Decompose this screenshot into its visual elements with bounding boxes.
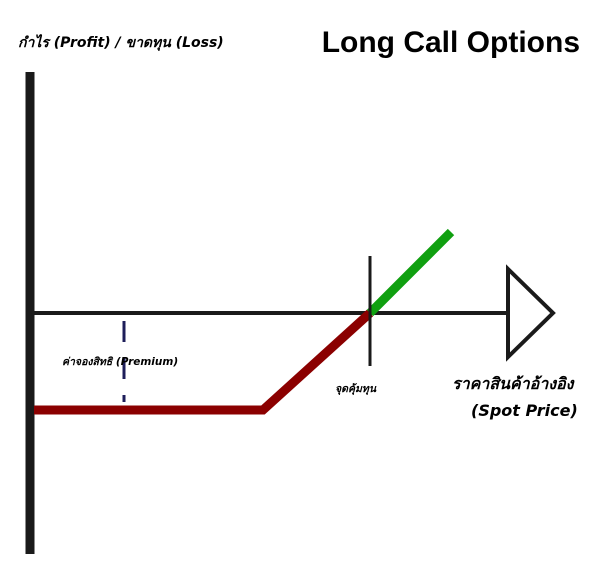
x-axis-label-thai: ราคาสินค้าอ้างอิง — [452, 374, 575, 393]
x-axis-arrowhead — [506, 264, 556, 362]
page-title: Long Call Options — [322, 26, 580, 59]
y-axis-label: กำไร (Profit) / ขาดทุน (Loss) — [18, 34, 224, 51]
x-axis-label-english: (Spot Price) — [471, 401, 578, 420]
profit-payoff-line — [366, 228, 455, 317]
premium-label: ค่าจองสิทธิ (Premium) — [62, 356, 178, 368]
loss-payoff-line — [34, 309, 374, 415]
breakeven-label: จุดคุ้มทุน — [335, 383, 377, 395]
